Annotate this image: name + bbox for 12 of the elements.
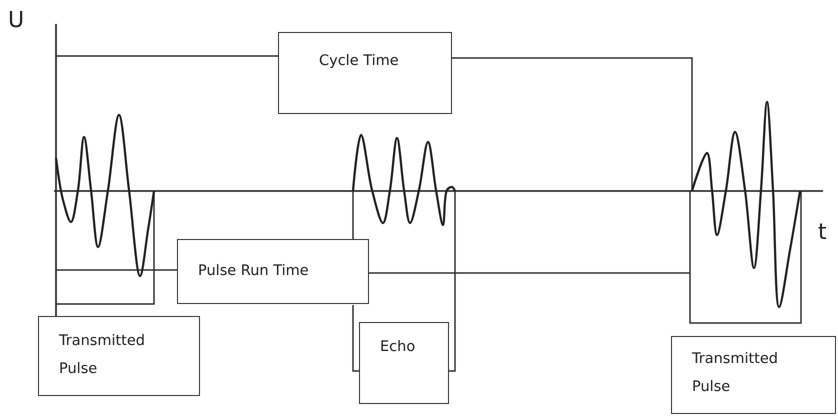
label-box bbox=[278, 32, 452, 114]
label-box bbox=[359, 322, 449, 404]
axis-label: U bbox=[8, 10, 24, 32]
box-label: Transmitted Pulse bbox=[692, 350, 779, 397]
axis-label: t bbox=[818, 222, 827, 244]
box-label: Pulse Run Time bbox=[198, 262, 310, 281]
label-box bbox=[177, 239, 369, 304]
label-box bbox=[671, 336, 836, 414]
box-label: Transmitted Pulse bbox=[59, 332, 146, 379]
box-label: Cycle Time bbox=[319, 52, 400, 71]
box-label: Echo bbox=[380, 338, 416, 357]
label-box bbox=[38, 316, 200, 396]
